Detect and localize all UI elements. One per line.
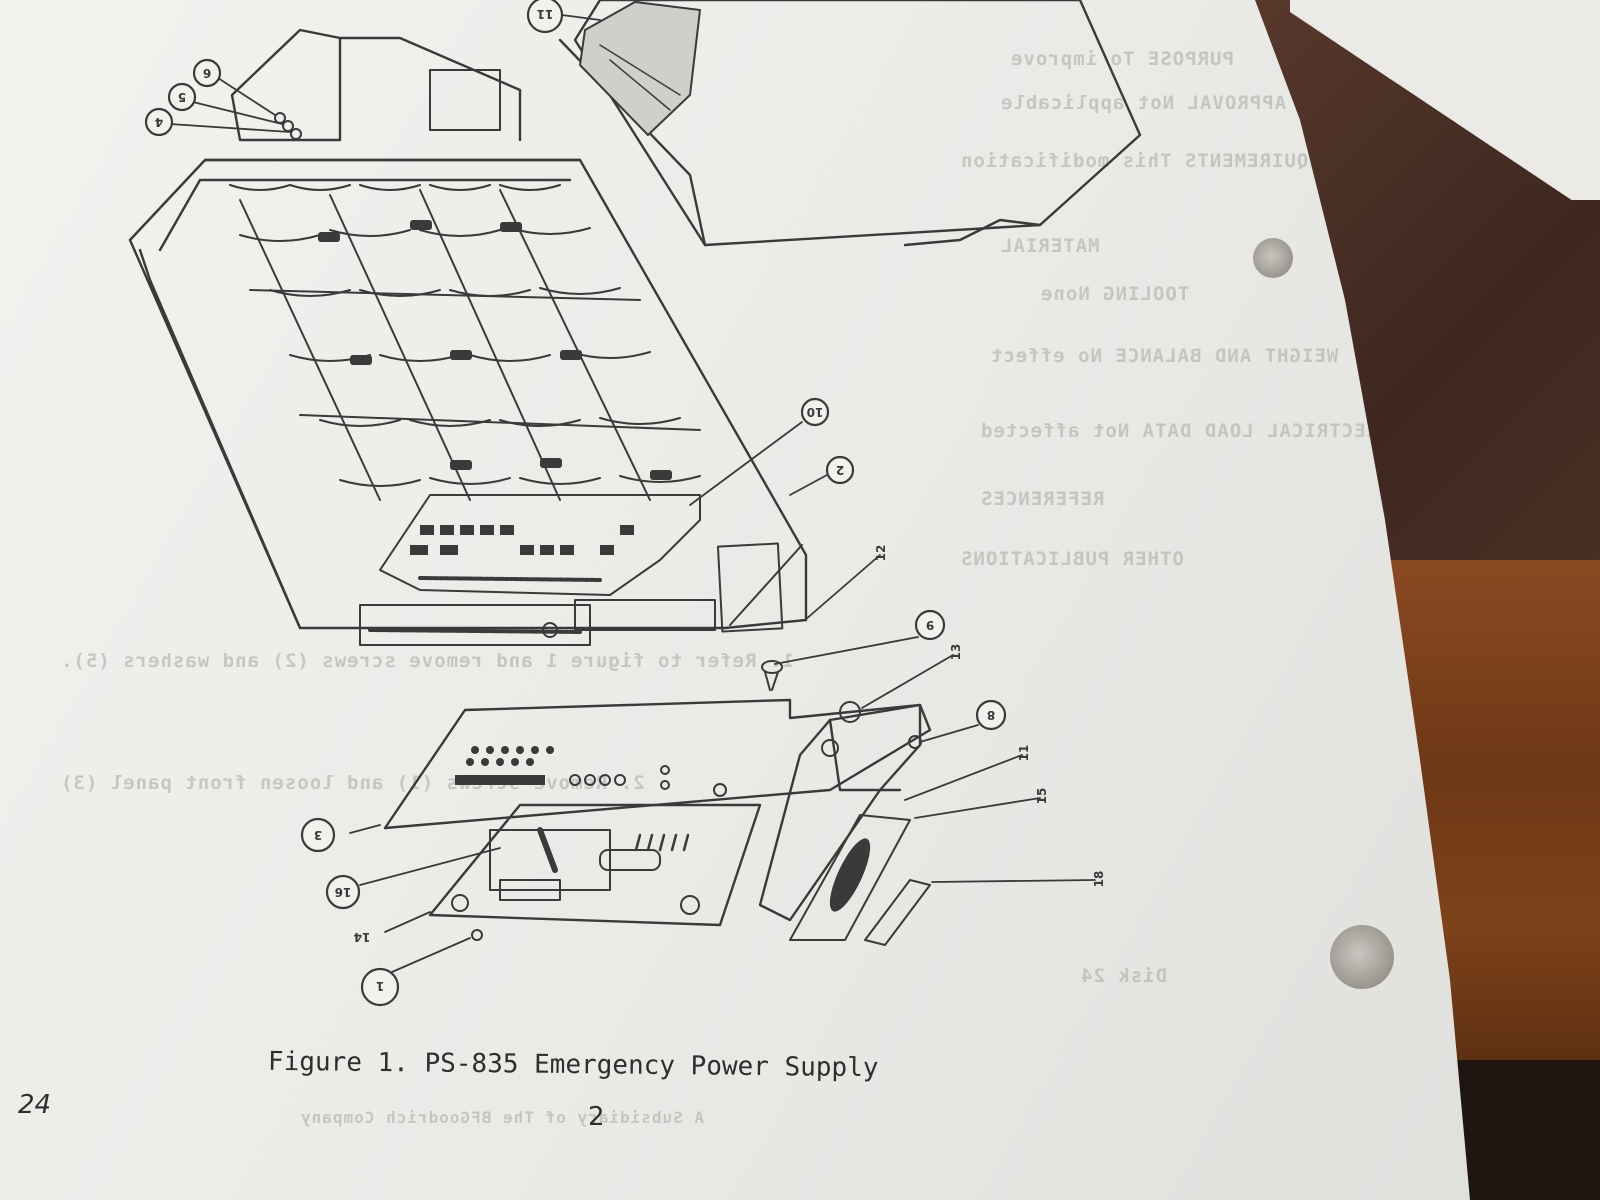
callout-9 bbox=[914, 609, 946, 641]
side-bracket bbox=[758, 701, 931, 946]
svg-text:4: 4 bbox=[155, 115, 163, 129]
svg-text:13: 13 bbox=[949, 644, 963, 661]
callout-1 bbox=[360, 967, 400, 1007]
figure-caption: Figure 1. PS-835 Emergency Power Supply bbox=[267, 1046, 879, 1084]
page-number-left: 24 bbox=[18, 1090, 52, 1120]
callout-numbers: 11 6 5 4 10 2 12 9 13 8 11 15 1 16 14 18… bbox=[155, 7, 1106, 993]
callout-2 bbox=[825, 455, 855, 485]
callout-10 bbox=[800, 397, 830, 427]
leader-lines bbox=[169, 14, 1096, 973]
callout-3 bbox=[300, 817, 336, 853]
callout-5 bbox=[167, 82, 197, 112]
front-panel bbox=[383, 698, 932, 830]
chassis-housing bbox=[128, 28, 808, 633]
callout-8 bbox=[975, 699, 1007, 731]
callout-11-top bbox=[526, 0, 564, 34]
svg-text:18: 18 bbox=[1092, 871, 1106, 888]
svg-text:12: 12 bbox=[874, 545, 888, 562]
svg-text:11: 11 bbox=[537, 7, 554, 21]
svg-text:16: 16 bbox=[335, 885, 352, 899]
top-cover-assembly bbox=[558, 0, 1142, 247]
svg-text:6: 6 bbox=[203, 66, 211, 80]
circuit-board bbox=[359, 494, 716, 646]
svg-text:5: 5 bbox=[178, 90, 186, 104]
battery-cells bbox=[229, 184, 701, 501]
svg-text:2: 2 bbox=[836, 463, 844, 477]
callout-4 bbox=[144, 107, 174, 137]
svg-text:14: 14 bbox=[354, 930, 371, 944]
svg-text:9: 9 bbox=[926, 618, 934, 632]
control-board bbox=[428, 803, 762, 927]
svg-text:10: 10 bbox=[807, 405, 824, 419]
callout-circles bbox=[144, 0, 1007, 1007]
svg-text:3: 3 bbox=[314, 828, 322, 842]
binder-hole bbox=[1330, 925, 1394, 989]
svg-text:8: 8 bbox=[987, 708, 995, 722]
svg-text:15: 15 bbox=[1035, 788, 1049, 805]
svg-text:11: 11 bbox=[1017, 745, 1031, 762]
callout-6 bbox=[192, 58, 222, 88]
svg-text:1: 1 bbox=[376, 979, 384, 993]
callout-16 bbox=[325, 874, 361, 910]
binder-hole bbox=[1253, 238, 1293, 278]
page-number-center: 2 bbox=[588, 1102, 605, 1132]
